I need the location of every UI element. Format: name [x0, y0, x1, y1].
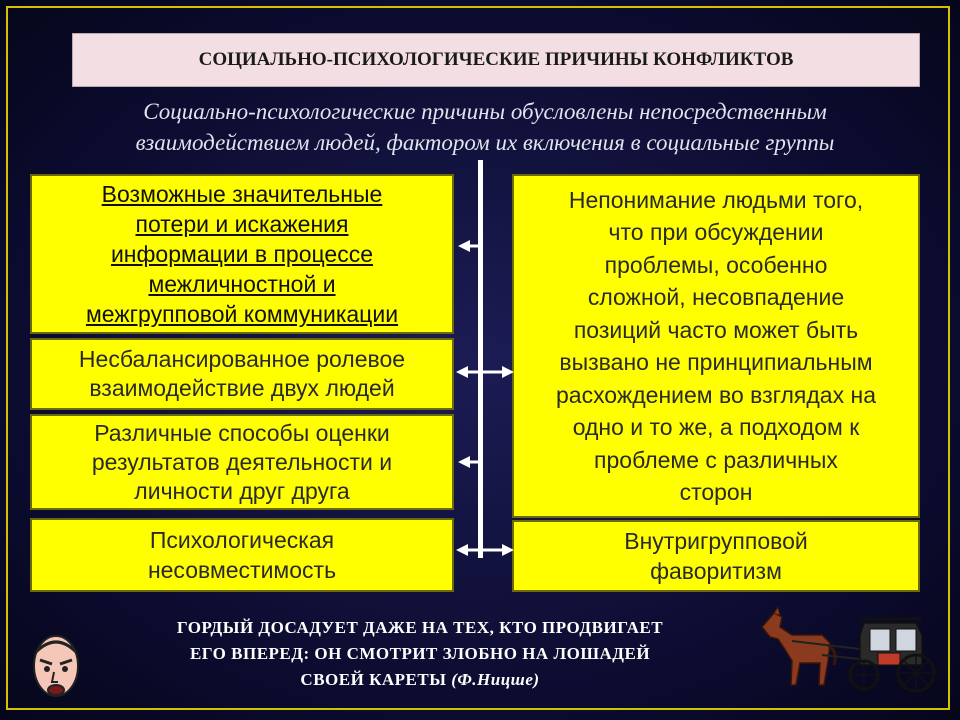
- subtitle-line: Социально-психологические причины обусло…: [143, 99, 827, 124]
- quote-author: (Ф.Ницше): [451, 670, 540, 689]
- text-line: Различные способы оценки: [94, 419, 390, 446]
- text-line: проблеме с различных: [594, 446, 838, 473]
- text-line: Несбалансированное ролевое: [78, 346, 406, 372]
- text-line: межгрупповой коммуникации: [85, 301, 399, 327]
- subtitle: Социально-психологические причины обусло…: [40, 96, 930, 158]
- text-line: сторон: [679, 479, 753, 505]
- cause-text: Возможные значительные потери и искажени…: [86, 179, 398, 329]
- slide-title: СОЦИАЛЬНО-ПСИХОЛОГИЧЕСКИЕ ПРИЧИНЫ КОНФЛИ…: [198, 49, 794, 70]
- text-line: несовместимость: [147, 557, 337, 583]
- arrow-double: [456, 366, 514, 378]
- cause-text: Непонимание людьми того, что при обсужде…: [556, 184, 876, 509]
- text-line: Возможные значительные: [101, 181, 383, 207]
- cause-box-ingroup-favoritism: Внутригрупповой фаворитизм: [512, 520, 920, 592]
- quote-line: СВОЕЙ КАРЕТЫ (Ф.Ницше): [90, 667, 750, 693]
- text-line: позиций часто может быть: [573, 316, 859, 343]
- connector-line: [478, 160, 483, 558]
- text-line: информации в процессе: [110, 241, 374, 267]
- cause-box-misunderstanding: Непонимание людьми того, что при обсужде…: [512, 174, 920, 518]
- quote-line: ГОРДЫЙ ДОСАДУЕТ ДАЖЕ НА ТЕХ, КТО ПРОДВИГ…: [176, 618, 664, 637]
- text-line: фаворитизм: [650, 558, 782, 584]
- text-line: одно и то же, а подходом к: [572, 414, 860, 440]
- slide-frame: [6, 6, 950, 710]
- text-line: межличностной и: [148, 271, 336, 297]
- text-line: сложной, несовпадение: [587, 284, 845, 310]
- connector-arrows: [456, 240, 514, 556]
- cause-box-information-loss: Возможные значительные потери и искажени…: [30, 174, 454, 334]
- text-line: Непонимание людьми того,: [568, 186, 864, 213]
- cause-text: Внутригрупповой фаворитизм: [624, 526, 807, 586]
- cause-text: Несбалансированное ролевое взаимодействи…: [79, 345, 405, 403]
- text-line: Психологическая: [149, 527, 335, 553]
- subtitle-line: взаимодействием людей, фактором их включ…: [135, 130, 835, 155]
- cause-text: Психологическая несовместимость: [148, 525, 336, 585]
- text-line: что при обсуждении: [608, 219, 824, 245]
- quote: ГОРДЫЙ ДОСАДУЕТ ДАЖЕ НА ТЕХ, КТО ПРОДВИГ…: [90, 615, 750, 693]
- text-line: вызвано не принципиальным: [559, 349, 873, 375]
- cause-text: Различные способы оценки результатов дея…: [92, 419, 392, 506]
- angry-face-icon: [33, 635, 79, 697]
- text-line: личности друг друга: [134, 477, 350, 504]
- cause-box-incompatibility: Психологическая несовместимость: [30, 518, 454, 592]
- text-line: потери и искажения: [135, 211, 349, 237]
- cause-box-evaluation-methods: Различные способы оценки результатов дея…: [30, 414, 454, 510]
- arrow-double: [456, 544, 514, 556]
- text-line: результатов деятельности и: [91, 448, 393, 475]
- text-line: проблемы, особенно: [604, 251, 828, 278]
- text-line: взаимодействие двух людей: [89, 375, 395, 401]
- quote-line: ЕГО ВПЕРЕД: ОН СМОТРИТ ЗЛОБНО НА ЛОШАДЕЙ: [189, 644, 651, 663]
- quote-line-text: СВОЕЙ КАРЕТЫ: [300, 670, 447, 689]
- horse-carriage-icon: [761, 605, 936, 693]
- text-line: Внутригрупповой: [624, 528, 808, 554]
- arrow-left: [458, 456, 480, 468]
- cause-box-role-interaction: Несбалансированное ролевое взаимодействи…: [30, 338, 454, 410]
- text-line: расхождением во взглядах на: [555, 381, 876, 408]
- slide-title-box: СОЦИАЛЬНО-ПСИХОЛОГИЧЕСКИЕ ПРИЧИНЫ КОНФЛИ…: [72, 33, 920, 87]
- arrow-left: [458, 240, 480, 252]
